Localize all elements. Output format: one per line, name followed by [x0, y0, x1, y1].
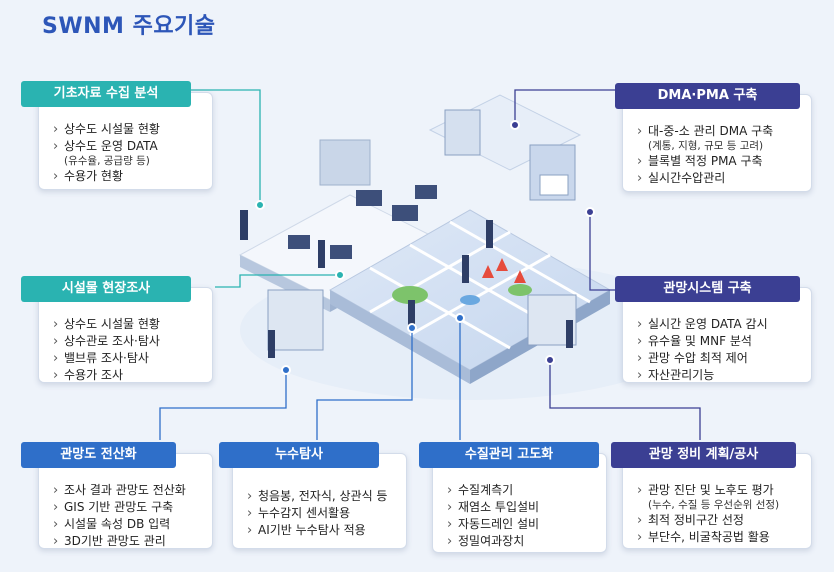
- connector-pipe-mapping: [159, 370, 287, 440]
- connector-dot-leak-detection: [407, 323, 417, 333]
- list-item: 유수율 및 MNF 분석: [637, 333, 801, 350]
- connector-dma: [514, 89, 620, 125]
- list-item: GIS 기반 관망도 구축: [53, 499, 202, 516]
- list-item: AI기반 누수탐사 적용: [247, 522, 396, 539]
- card-title-network-system: 관망시스템 구축: [615, 276, 800, 302]
- list-item: 수용가 조사: [53, 367, 202, 384]
- card-title-pipe-maintenance: 관망 정비 계획/공사: [611, 442, 796, 468]
- connector-dot-basic-data: [255, 200, 265, 210]
- card-basic-data: 기초자료 수집 분석 상수도 시설물 현황 상수도 운영 DATA (유수율, …: [21, 81, 213, 190]
- list-item: 자동드레인 설비: [447, 516, 596, 533]
- list-item: 대-중-소 관리 DMA 구축 (계통, 지형, 규모 등 고려): [637, 123, 801, 153]
- card-title-water-quality: 수질관리 고도화: [419, 442, 599, 468]
- connector-network-system: [589, 212, 615, 291]
- list-item-sub: (누수, 수질 등 우선순위 선정): [648, 499, 780, 511]
- list-item: 자산관리기능: [637, 367, 801, 384]
- list-item: 실시간수압관리: [637, 170, 801, 187]
- list-item: 조사 결과 관망도 전산화: [53, 482, 202, 499]
- list-item: 상수관로 조사·탐사: [53, 333, 202, 350]
- list-item: 부단수, 비굴착공법 활용: [637, 529, 801, 546]
- card-title-basic-data: 기초자료 수집 분석: [21, 81, 191, 107]
- card-title-field-survey: 시설물 현장조사: [21, 276, 191, 302]
- list-item: 관망 진단 및 노후도 평가 (누수, 수질 등 우선순위 선정): [637, 482, 801, 512]
- list-item: 블록별 적정 PMA 구축: [637, 153, 801, 170]
- list-item: 시설물 속성 DB 입력: [53, 516, 202, 533]
- list-item: 청음봉, 전자식, 상관식 등: [247, 488, 396, 505]
- connector-basic-data: [190, 89, 261, 205]
- list-item-sub: (유수율, 공급량 등): [64, 155, 150, 167]
- list-item: 실시간 운영 DATA 감시: [637, 316, 801, 333]
- list-item: 정밀여과장치: [447, 533, 596, 550]
- list-item: 상수도 시설물 현황: [53, 121, 202, 138]
- card-field-survey: 시설물 현장조사 상수도 시설물 현황 상수관로 조사·탐사 밸브류 조사·탐사…: [21, 276, 213, 384]
- connector-field-survey: [215, 274, 340, 288]
- list-item: 누수감지 센서활용: [247, 505, 396, 522]
- monitor-screen-left: [267, 289, 324, 351]
- list-item: 수질계측기: [447, 482, 596, 499]
- list-item: 관망 수압 최적 제어: [637, 350, 801, 367]
- list-item: 밸브류 조사·탐사: [53, 350, 202, 367]
- connector-dot-field-survey: [335, 270, 345, 280]
- connector-dot-dma: [510, 120, 520, 130]
- card-pipe-mapping: 관망도 전산화 조사 결과 관망도 전산화 GIS 기반 관망도 구축 시설물 …: [21, 442, 213, 550]
- list-item: 상수도 운영 DATA (유수율, 공급량 등): [53, 138, 202, 168]
- card-title-pipe-mapping: 관망도 전산화: [21, 442, 176, 468]
- card-water-quality: 수질관리 고도화 수질계측기 재염소 투입설비 자동드레인 설비 정밀여과장치: [419, 442, 607, 553]
- connector-dot-network-system: [585, 207, 595, 217]
- connector-dot-pipe-maintenance: [545, 355, 555, 365]
- connector-leak-detection: [316, 328, 413, 440]
- list-item: 재염소 투입설비: [447, 499, 596, 516]
- list-item: 상수도 시설물 현황: [53, 316, 202, 333]
- list-item: 수용가 현황: [53, 168, 202, 185]
- worker-figures: [240, 210, 573, 358]
- connector-dot-pipe-mapping: [281, 365, 291, 375]
- connector-pipe-maintenance: [549, 360, 701, 440]
- card-dma-pma: DMA·PMA 구축 대-중-소 관리 DMA 구축 (계통, 지형, 규모 등…: [615, 83, 812, 192]
- list-item: 3D기반 관망도 관리: [53, 533, 202, 550]
- list-item: 최적 정비구간 선정: [637, 512, 801, 529]
- list-item-sub: (계통, 지형, 규모 등 고려): [648, 140, 764, 152]
- card-network-system: 관망시스템 구축 실시간 운영 DATA 감시 유수율 및 MNF 분석 관망 …: [615, 276, 812, 384]
- connector-dot-water-quality: [455, 313, 465, 323]
- card-title-leak-detection: 누수탐사: [219, 442, 379, 468]
- card-title-dma-pma: DMA·PMA 구축: [615, 83, 800, 109]
- page-title: SWNM 주요기술: [42, 14, 216, 39]
- card-leak-detection: 누수탐사 청음봉, 전자식, 상관식 등 누수감지 센서활용 AI기반 누수탐사…: [219, 442, 407, 549]
- card-pipe-maintenance: 관망 정비 계획/공사 관망 진단 및 노후도 평가 (누수, 수질 등 우선순…: [611, 442, 812, 549]
- dma-platform: [428, 94, 582, 201]
